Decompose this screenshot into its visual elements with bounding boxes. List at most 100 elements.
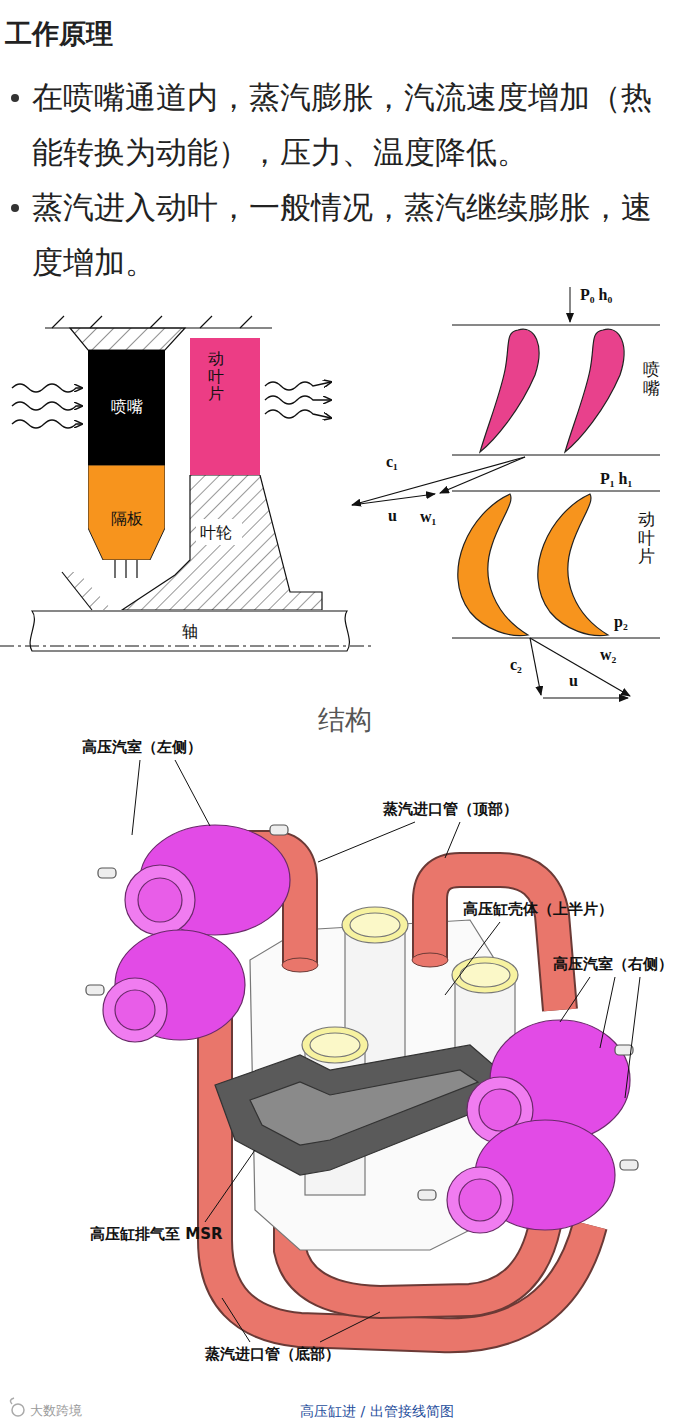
casing (70, 328, 185, 350)
bracket (250, 1070, 478, 1145)
node-label: 动叶片 (208, 350, 224, 403)
nozzle-blades (480, 329, 624, 452)
velocity-triangles (352, 457, 630, 698)
leader-lines (560, 977, 590, 1022)
bullet-dots (11, 94, 19, 102)
cascade-lines (452, 325, 660, 326)
moving-blades (538, 494, 608, 636)
vector-label: w₂ (600, 646, 616, 664)
leader-lines (175, 760, 210, 826)
wheel-shape: 叶轮 (120, 475, 325, 610)
hp-casing (350, 913, 400, 937)
hp-casing (460, 963, 510, 987)
steam-chambers (103, 978, 167, 1042)
node-outline (122, 475, 322, 610)
figure-caption: 高压缸进 / 出管接线简图 (300, 1403, 454, 1421)
node-label: 喷嘴 (111, 397, 143, 418)
casing (125, 560, 126, 578)
node-outline (30, 611, 349, 651)
steam-chambers (86, 985, 104, 995)
vector-label: u (388, 507, 397, 525)
leader-lines (600, 977, 615, 1048)
casing (52, 316, 252, 328)
watermark-logo (10, 1398, 14, 1404)
node-outline (196, 519, 242, 545)
velocity-triangles (543, 697, 628, 698)
node-outline (120, 475, 325, 610)
watermark-logo (12, 1404, 24, 1416)
leader-lines (132, 760, 140, 835)
bullet-dots (11, 94, 19, 212)
bracket (215, 1045, 505, 1175)
bullet-dots (11, 204, 19, 212)
top-pipes (412, 953, 448, 967)
cascade-lines (452, 287, 660, 638)
vector-label: u (569, 672, 578, 690)
callout-label: 高压汽室（右侧） (553, 955, 673, 974)
hp-casing (342, 907, 408, 943)
casing (114, 560, 115, 578)
leader-lines (445, 922, 500, 995)
bracket (215, 1045, 505, 1175)
callout-label: 蒸汽进口管（顶部） (383, 800, 518, 819)
leader-lines (318, 822, 415, 862)
callout-label: 高压缸排气至 MSR (90, 1225, 223, 1244)
leader-lines (445, 822, 460, 858)
casing (62, 572, 112, 610)
watermark-logo (10, 1398, 24, 1416)
watermark: 大数跨境 (30, 1402, 82, 1420)
vector-label: c₂ (510, 656, 522, 674)
leader-lines (625, 977, 640, 1098)
cascade-lines (452, 455, 660, 456)
cascade-lines (452, 638, 660, 639)
steam-arrows (12, 402, 82, 410)
steam-chambers (86, 825, 638, 1233)
callout-label: 高压汽室（左侧） (82, 738, 202, 757)
page-title: 工作原理 (5, 16, 113, 52)
casing (0, 316, 375, 646)
vector-label: c₁ (386, 453, 398, 471)
shaft-shape: 轴 (22, 610, 357, 652)
moving-blades (458, 494, 528, 636)
hp-casing (310, 1033, 360, 1057)
velocity-triangles (530, 638, 541, 695)
moving-blades (458, 494, 608, 636)
nozzle-box: 喷嘴 (88, 350, 165, 465)
casing (62, 572, 92, 610)
bullet-text: 蒸汽进入动叶，一般情况，蒸汽继续膨胀，速度增加。 (32, 180, 677, 290)
top-pipes (430, 870, 560, 1010)
steam-arrows (265, 382, 331, 390)
section-heading: 结构 (318, 702, 372, 738)
node-label: 隔板 (111, 509, 143, 530)
hp-casing (302, 1027, 368, 1063)
callout-label: 蒸汽进口管（底部） (205, 1345, 340, 1364)
velocity-triangles (352, 457, 525, 505)
row-label: 喷嘴 (643, 360, 660, 397)
node-outline (88, 465, 165, 560)
steam-chambers (125, 865, 195, 935)
hp-casing (452, 957, 518, 993)
top-pipes (430, 870, 560, 1010)
row-label: 动叶片 (638, 510, 655, 566)
velocity-triangles (440, 457, 525, 493)
steam-chambers (447, 1167, 513, 1233)
steam-chambers (620, 1160, 638, 1170)
bullet-text: 在喷嘴通道内，蒸汽膨胀，汽流速度增加（热能转换为动能），压力、温度降低。 (32, 70, 677, 180)
blade-box: 动叶片 (190, 338, 260, 475)
steam-arrows (12, 382, 331, 428)
nozzle-blades (480, 329, 539, 452)
steam-chambers (138, 878, 182, 922)
velocity-triangles (352, 494, 435, 505)
nozzle-blades (565, 329, 624, 452)
casing (136, 560, 137, 578)
cascade-lines (452, 491, 660, 492)
state-label: P₁ h₁ (600, 470, 632, 488)
leader-lines (222, 1298, 250, 1342)
state-label: P₀ h₀ (580, 286, 612, 304)
steam-arrows (265, 410, 331, 418)
callout-label: 高压缸壳体（上半片） (463, 900, 613, 919)
casing (0, 646, 375, 647)
leader-lines (205, 1150, 255, 1222)
steam-chambers (86, 825, 638, 1200)
node-label: 轴 (182, 622, 198, 643)
